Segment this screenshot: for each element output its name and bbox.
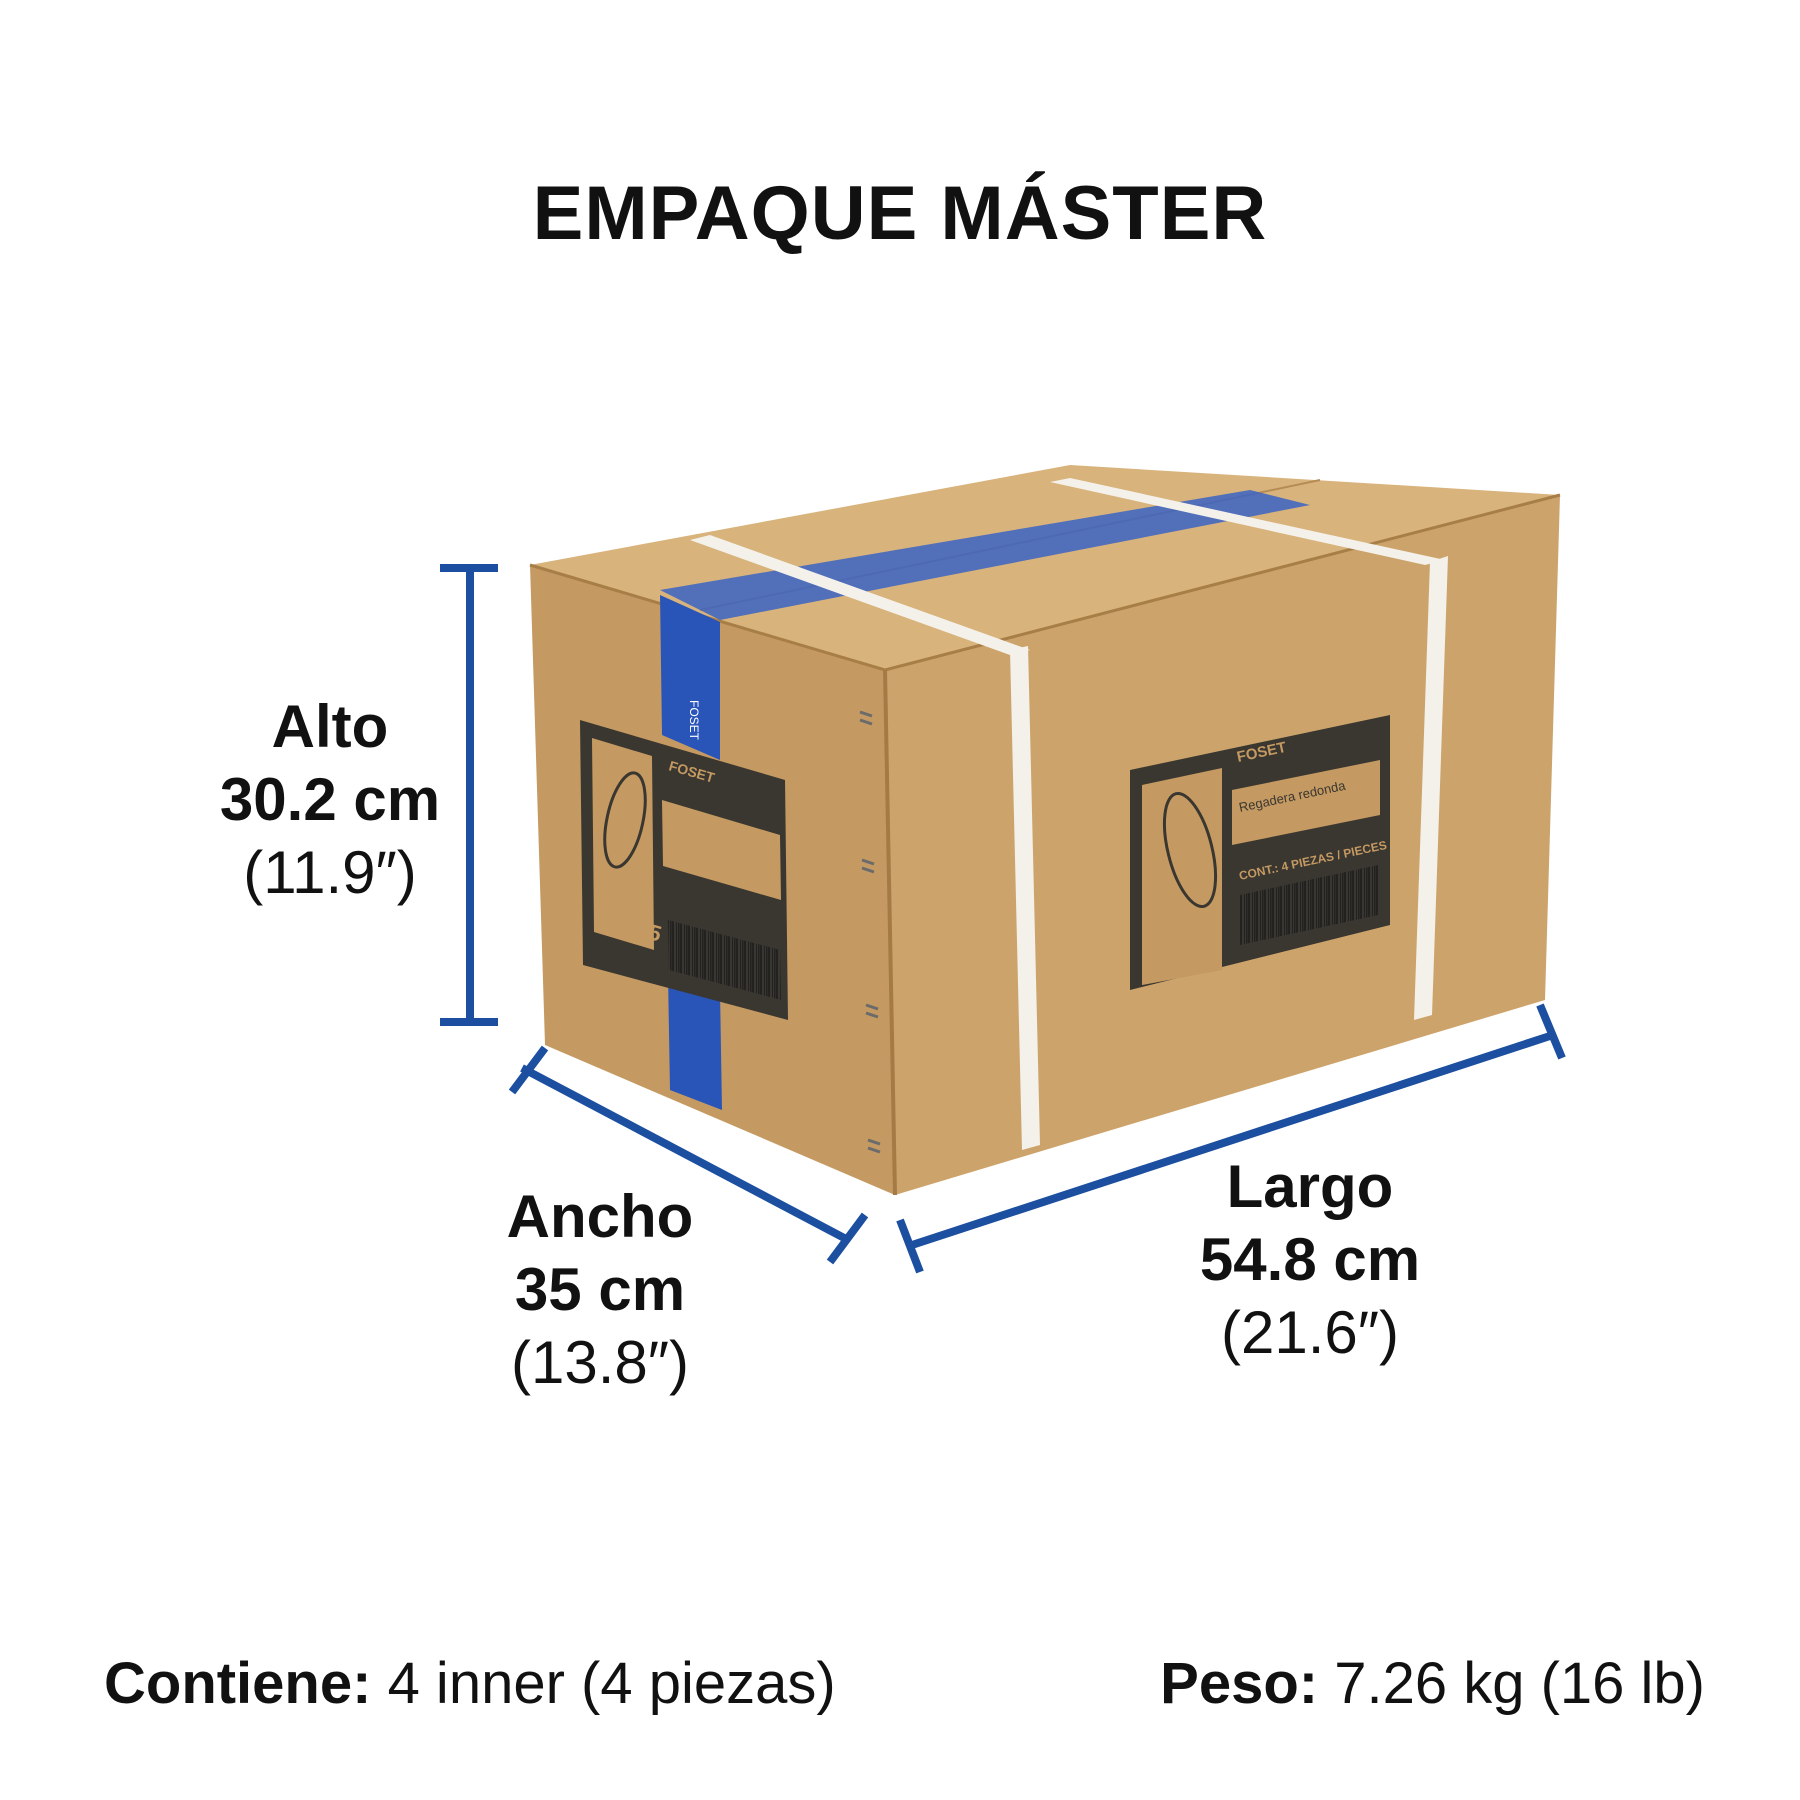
largo-dimension-line: [896, 1003, 1566, 1274]
box-top-face: [530, 465, 1560, 670]
ancho-metric: 35 cm: [514, 1256, 686, 1324]
alto-metric: 30.2 cm: [219, 766, 441, 834]
alto-imperial: (11.9″): [243, 839, 417, 907]
largo-dimension: Largo 54.8 cm (21.6″): [1140, 1150, 1480, 1370]
contents-info: Contiene: 4 inner (4 piezas): [104, 1650, 836, 1717]
peso-label: Peso:: [1160, 1651, 1319, 1716]
white-straps: [690, 478, 1448, 1150]
weight-info: Peso: 7.26 kg (16 lb): [1160, 1650, 1705, 1717]
largo-imperial: (21.6″): [1221, 1299, 1399, 1367]
svg-text:FOSET: FOSET: [687, 700, 701, 741]
ancho-label: Ancho: [506, 1183, 694, 1250]
peso-value: 7.26 kg (16 lb): [1334, 1651, 1705, 1716]
alto-dimension-line: [440, 564, 498, 1026]
contiene-label: Contiene:: [104, 1651, 372, 1716]
largo-metric: 54.8 cm: [1199, 1226, 1421, 1294]
ancho-dimension-line: [508, 1045, 869, 1265]
staples: [859, 710, 881, 1154]
alto-dimension: Alto 30.2 cm (11.9″): [160, 690, 500, 910]
alto-label: Alto: [271, 693, 389, 760]
side-product-label: 44825 FOSET Regadera redonda CONT.: 4 PI…: [1130, 715, 1390, 990]
ancho-imperial: (13.8″): [511, 1329, 689, 1397]
contiene-value: 4 inner (4 piezas): [387, 1651, 836, 1716]
page-title: EMPAQUE MÁSTER: [532, 171, 1268, 256]
front-product-label: 44825 FOSET: [580, 720, 788, 1020]
largo-label: Largo: [1226, 1153, 1394, 1220]
ancho-dimension: Ancho 35 cm (13.8″): [430, 1180, 770, 1400]
